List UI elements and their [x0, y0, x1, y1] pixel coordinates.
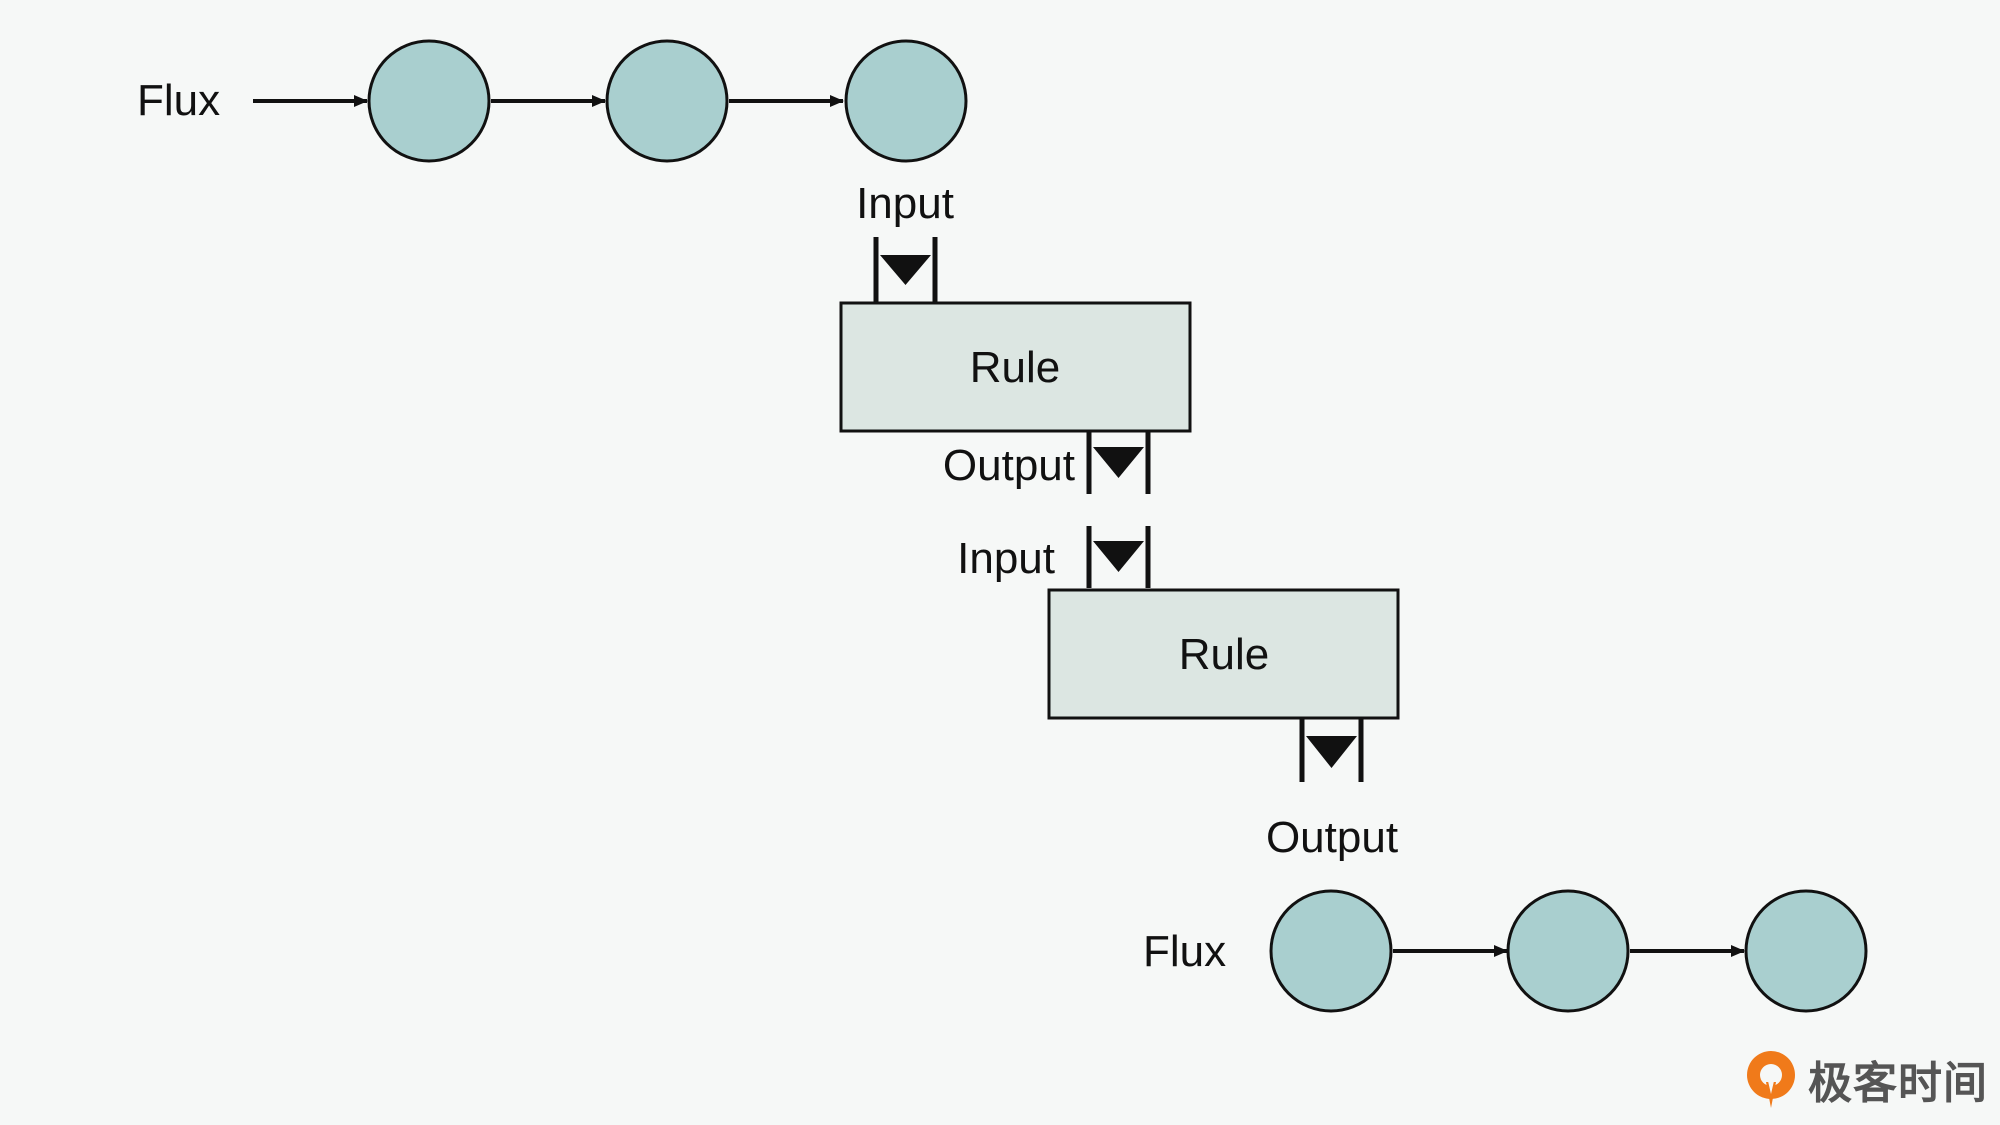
- rule2-output-label: Output: [1266, 813, 1398, 862]
- rule1-box: [839, 301, 1192, 433]
- bottom-flux-node-1: [1269, 889, 1393, 1013]
- top-flux-label: Flux: [137, 76, 220, 125]
- rule2-label: Rule: [1179, 630, 1270, 679]
- bottom-flux-node-3: [1744, 889, 1868, 1013]
- top-flux-node-2: [605, 39, 729, 163]
- rule1-output-port-icon: [1086, 431, 1151, 494]
- rule2-box: [1047, 588, 1400, 720]
- rule2-output-port-icon: [1299, 718, 1364, 782]
- geektime-watermark: 极客时间: [1742, 1047, 1988, 1111]
- geektime-logo-icon: [1747, 1051, 1795, 1108]
- watermark-text: 极客时间: [1808, 1058, 1988, 1109]
- rule1-label: Rule: [970, 343, 1061, 392]
- rule2-input-label: Input: [957, 534, 1055, 583]
- bottom-flux-label: Flux: [1143, 927, 1226, 976]
- rule1-input-port-icon: [873, 237, 938, 302]
- top-flux-node-1: [367, 39, 491, 163]
- rule1-output-label: Output: [943, 441, 1075, 490]
- rule2-input-port-icon: [1086, 526, 1151, 588]
- rule1-input-label: Input: [856, 179, 954, 228]
- top-flux-node-3: [844, 39, 968, 163]
- bottom-flux-node-2: [1506, 889, 1630, 1013]
